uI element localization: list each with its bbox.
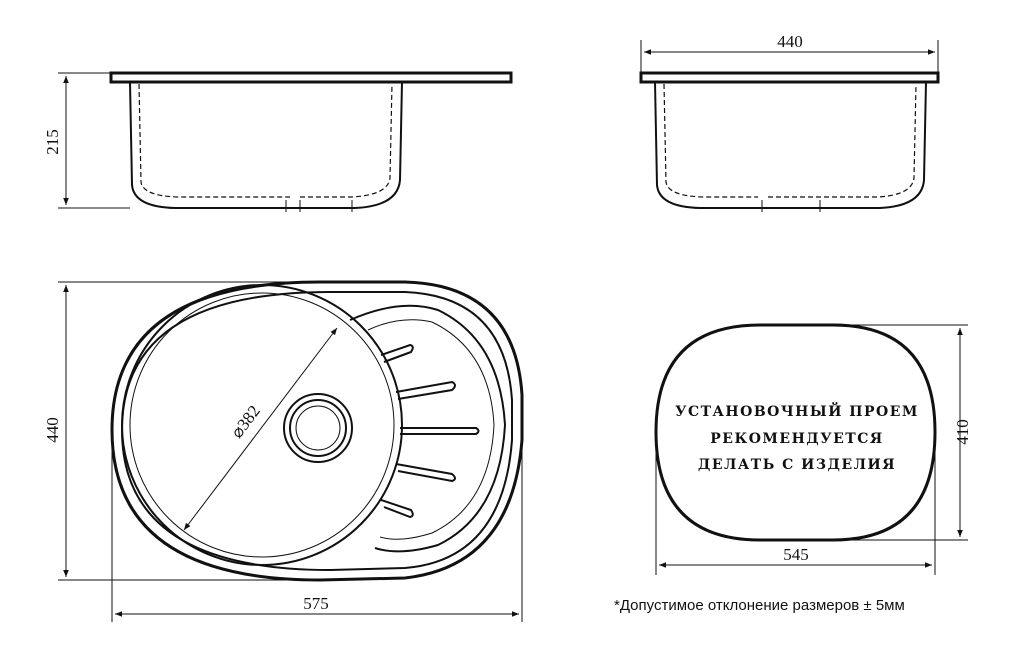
bowl-diameter-line: [183, 327, 338, 531]
cutout-width-label: 545: [783, 545, 809, 564]
top-height-label: 440: [43, 417, 62, 443]
front-view-rim: [639, 71, 940, 84]
top-width-label: 575: [303, 594, 329, 613]
side-view-rim: [109, 71, 513, 84]
drain-mid: [289, 399, 347, 457]
front-view-drain: [761, 200, 821, 212]
bowl-circle-inner: [129, 292, 395, 558]
drainer-wing-edge: [367, 319, 495, 540]
drainer-rib: [400, 427, 480, 435]
side-height-label: 215: [43, 129, 62, 155]
drainer-rib: [380, 499, 414, 519]
top-view-inner-contour: [120, 291, 513, 572]
cutout-note-line1: УСТАНОВОЧНЫЙ ПРОЕМ: [675, 401, 919, 420]
drainer-rib: [380, 343, 414, 363]
bowl-diameter-label: ⌀382: [227, 402, 264, 442]
front-view-bowl-inner: [663, 83, 917, 198]
drain-outer: [283, 393, 353, 463]
side-view-bowl-outline: [129, 81, 403, 209]
drainer-wing: [349, 304, 507, 553]
side-view-drain: [285, 200, 353, 212]
front-view: 440: [639, 32, 940, 212]
side-view: 215: [43, 71, 513, 212]
drainer-rib: [395, 380, 456, 400]
cutout-height-label: 410: [953, 419, 972, 445]
drainer-ribs: [380, 343, 480, 519]
bowl-circle-outer: [121, 284, 403, 566]
front-view-bowl-outline: [654, 81, 927, 209]
front-width-label: 440: [777, 32, 803, 51]
cutout-note-line2: РЕКОМЕНДУЕТСЯ: [710, 431, 883, 447]
tolerance-note: *Допустимое отклонение размеров ± 5мм: [614, 597, 905, 614]
cutout-note-line3: ДЕЛАТЬ С ИЗДЕЛИЯ: [698, 457, 896, 473]
drainer-rib: [395, 463, 456, 483]
drain-inner: [295, 405, 341, 451]
top-view: ⌀382 440 575: [43, 280, 524, 622]
side-view-bowl-inner: [138, 83, 393, 198]
cutout-view: УСТАНОВОЧНЫЙ ПРОЕМ РЕКОМЕНДУЕТСЯ ДЕЛАТЬ …: [654, 323, 972, 575]
